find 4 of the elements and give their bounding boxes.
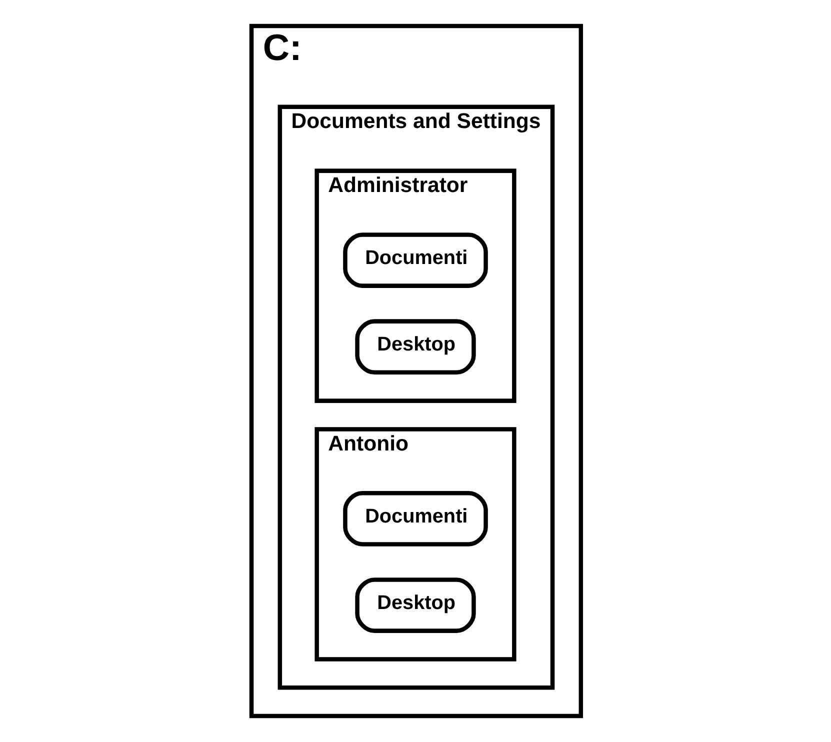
node-box: Documenti bbox=[343, 232, 488, 288]
node-box: Desktop bbox=[355, 319, 476, 375]
node-box: Desktop bbox=[355, 578, 476, 633]
node-box: Documenti bbox=[343, 490, 488, 546]
